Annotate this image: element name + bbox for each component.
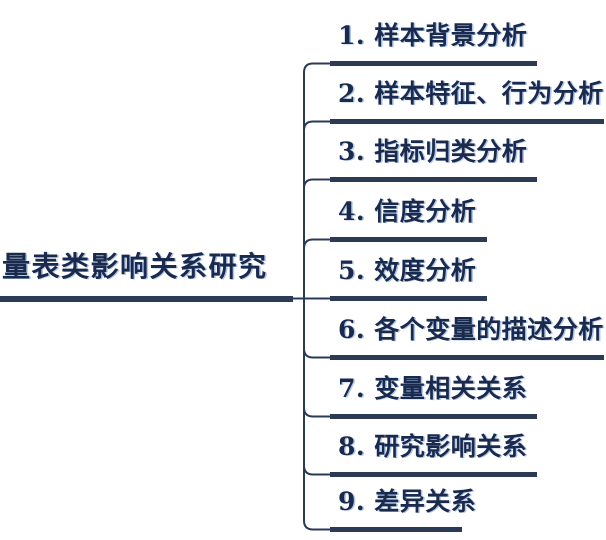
branch-node-label: 8. 研究影响关系 — [338, 432, 528, 461]
branch-connector-line-8 — [303, 298, 332, 476]
branch-node-4[interactable]: 4. 信度分析 — [330, 192, 487, 242]
branch-connector-line-4 — [303, 238, 332, 299]
branch-connector-line-6 — [303, 298, 332, 359]
branch-node-1[interactable]: 1. 样本背景分析 — [330, 16, 537, 66]
branch-node-label: 1. 样本背景分析 — [338, 21, 528, 50]
branch-node-9[interactable]: 9. 差异关系 — [330, 482, 476, 532]
branch-node-6[interactable]: 6. 各个变量的描述分析 — [330, 310, 604, 360]
branch-node-3[interactable]: 3. 指标归类分析 — [330, 132, 537, 182]
root-node[interactable]: 量表类影响关系研究 — [0, 246, 293, 302]
branch-node-label: 7. 变量相关关系 — [338, 374, 528, 403]
branch-connector-line-2 — [303, 120, 332, 299]
branch-connector-line-1 — [303, 62, 332, 299]
branch-node-2[interactable]: 2. 样本特征、行为分析 — [330, 74, 604, 124]
branch-node-label: 4. 信度分析 — [338, 197, 477, 226]
branch-connector-line-3 — [303, 178, 332, 299]
branch-node-label: 5. 效度分析 — [338, 256, 477, 285]
branch-node-7[interactable]: 7. 变量相关关系 — [330, 369, 537, 419]
branch-node-label: 3. 指标归类分析 — [338, 137, 528, 166]
branch-node-label: 2. 样本特征、行为分析 — [338, 79, 604, 108]
branch-connector-line-9 — [303, 298, 332, 531]
root-node-label: 量表类影响关系研究 — [2, 250, 268, 283]
branch-node-5[interactable]: 5. 效度分析 — [330, 251, 487, 301]
branch-node-8[interactable]: 8. 研究影响关系 — [330, 427, 537, 477]
branch-node-label: 6. 各个变量的描述分析 — [338, 315, 604, 344]
branch-node-label: 9. 差异关系 — [338, 487, 477, 516]
